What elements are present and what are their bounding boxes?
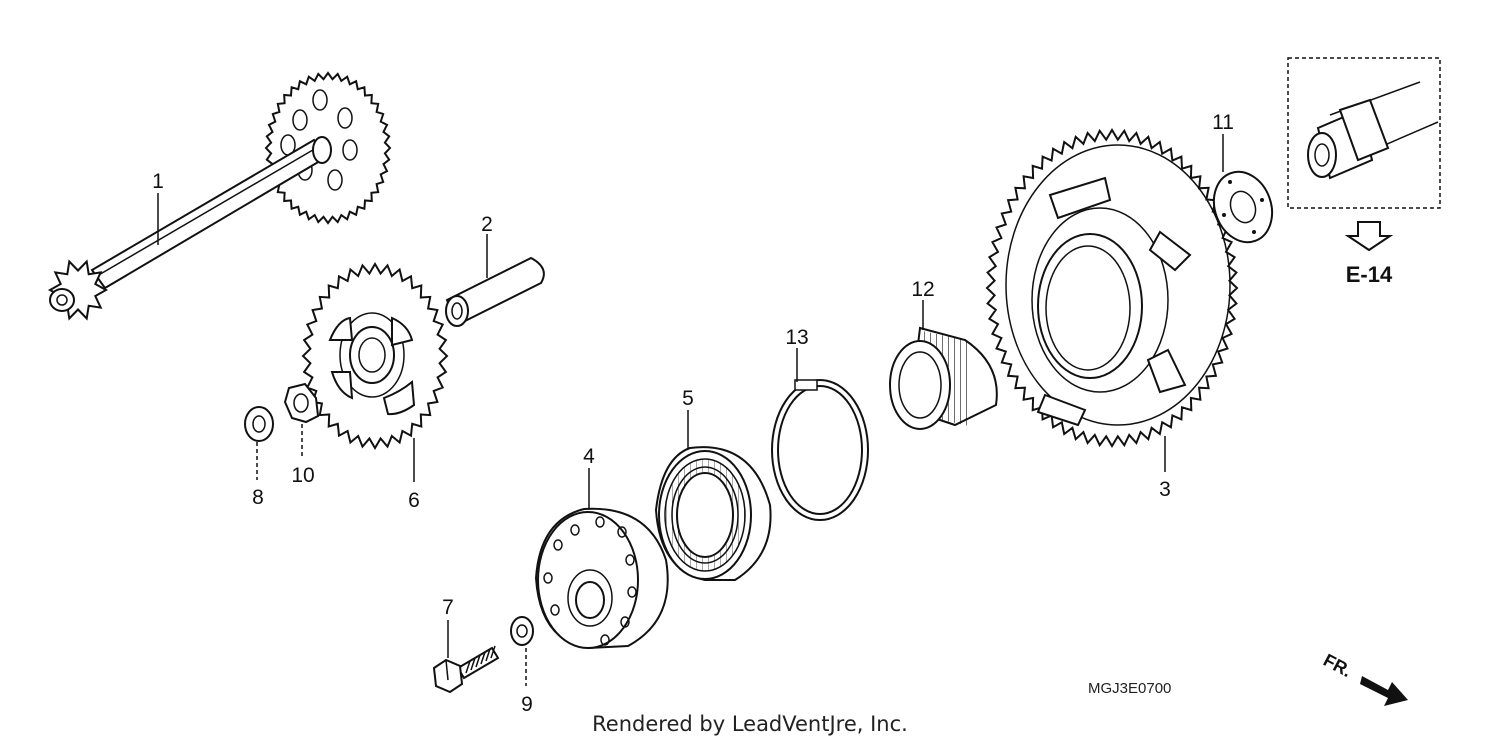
callout-9[interactable]: 9	[521, 693, 533, 716]
clutch-hole	[543, 572, 553, 584]
part-1-idle-shaft-gear	[47, 71, 392, 321]
bolt-thread	[465, 660, 471, 674]
part-3-driven-gear	[985, 128, 1239, 448]
clutch-hole	[620, 616, 630, 628]
callout-5[interactable]: 5	[682, 387, 694, 410]
clutch-hole	[617, 526, 627, 538]
inset-crankshaft-view	[1287, 57, 1441, 209]
clutch-hole	[570, 524, 580, 536]
clutch-hole	[550, 604, 560, 616]
leader-lines	[157, 134, 1224, 686]
callout-8[interactable]: 8	[252, 486, 264, 509]
diagram-code: MGJ3E0700	[1088, 680, 1171, 697]
part-9-washer	[510, 616, 534, 646]
part-5-sprag-clutch	[654, 446, 772, 581]
callout-3[interactable]: 3	[1159, 478, 1171, 501]
callout-2[interactable]: 2	[481, 213, 493, 236]
front-label: FR.	[1320, 650, 1355, 681]
bolt-thread	[485, 648, 491, 662]
callout-7[interactable]: 7	[442, 596, 454, 619]
part-11-thrust-washer	[1212, 170, 1274, 244]
bolt-thread	[480, 651, 486, 665]
gear-1-hole	[327, 169, 343, 191]
render-credit: Rendered by LeadVentJre, Inc.	[592, 712, 908, 736]
bolt-thread	[470, 657, 476, 671]
clutch-hole	[627, 586, 637, 598]
reference-arrow-icon	[1344, 221, 1394, 252]
bolt-thread	[475, 654, 481, 668]
part-7-flange-bolt	[432, 645, 500, 694]
clutch-hole	[625, 554, 635, 566]
bolt-thread	[490, 645, 496, 659]
callout-4[interactable]: 4	[583, 445, 595, 468]
gear-1-hole	[337, 107, 353, 129]
part-4-clutch-outer	[534, 507, 669, 650]
part-12-needle-bearing	[889, 326, 998, 430]
gear-1-hole	[292, 109, 308, 131]
front-arrow-icon	[1360, 676, 1408, 706]
part-8-washer	[244, 406, 274, 442]
callout-13[interactable]: 13	[785, 326, 808, 349]
gear-1-hole	[312, 89, 328, 111]
callout-6[interactable]: 6	[408, 489, 420, 512]
callout-10[interactable]: 10	[291, 464, 314, 487]
clutch-hole	[600, 634, 610, 646]
part-6-idle-gear	[301, 262, 449, 450]
part-13-snap-ring	[771, 379, 869, 521]
callout-1[interactable]: 1	[152, 170, 164, 193]
reference-label: E-14	[1346, 262, 1393, 287]
callout-12[interactable]: 12	[911, 278, 934, 301]
clutch-hole	[595, 516, 605, 528]
part-2-collar	[445, 256, 545, 327]
gear-1-hole	[342, 139, 358, 161]
clutch-hole	[553, 539, 563, 551]
part-10-lock-washer	[283, 382, 320, 424]
front-direction-indicator: FR.	[1320, 650, 1408, 706]
callout-11[interactable]: 11	[1212, 111, 1234, 134]
